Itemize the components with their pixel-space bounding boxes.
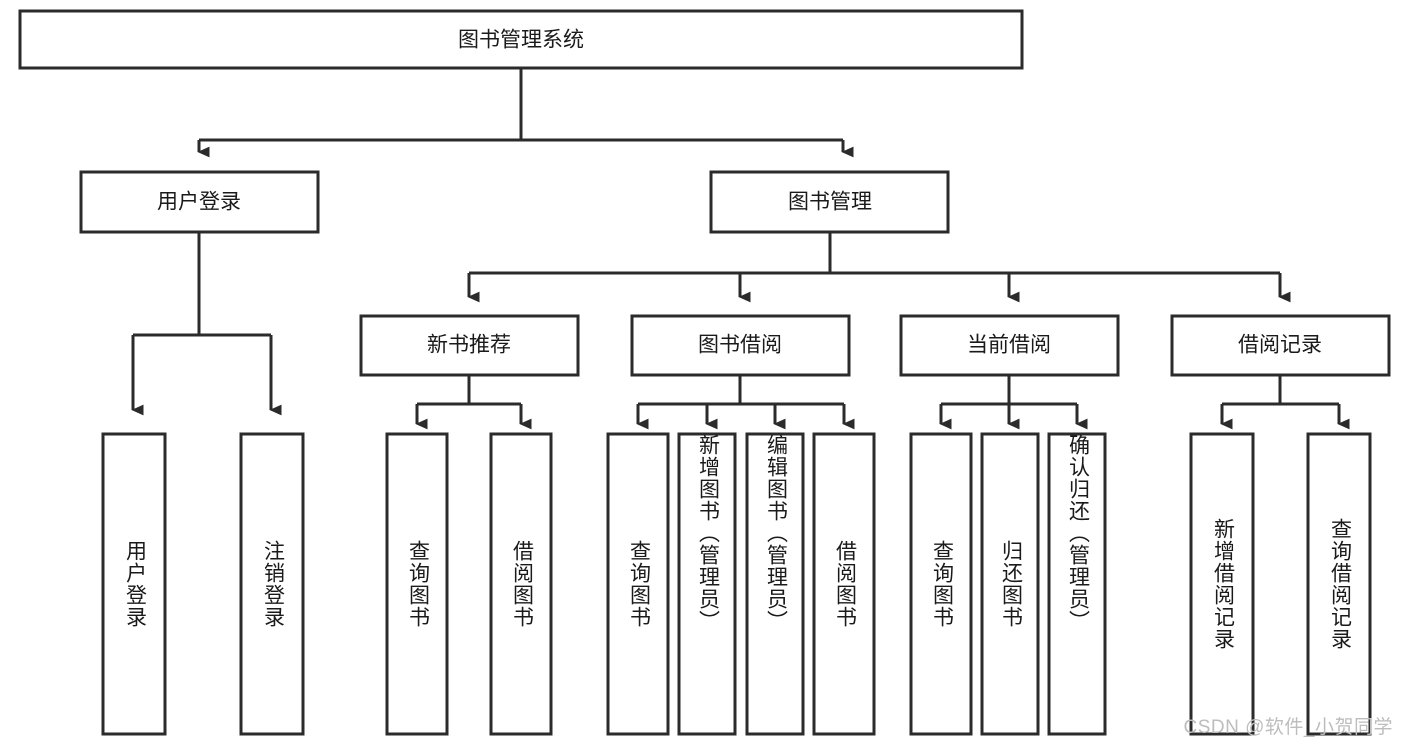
edge-borrow-record-to-leaves	[1220, 375, 1350, 430]
leaf-box-query-book-1[interactable]	[385, 432, 449, 736]
edge-new-book-to-leaves	[415, 375, 532, 430]
node-user-login[interactable]: 用户登录	[79, 170, 320, 234]
node-root-system-label: 图书管理系统	[458, 29, 584, 52]
edge-root-to-level2	[197, 68, 854, 158]
edge-user-login-to-leaves	[131, 232, 282, 416]
leaf-box-confirm-return-admin[interactable]	[1047, 432, 1107, 736]
leaf-box-logout-login[interactable]	[239, 432, 305, 736]
leaf-box-borrow-book-1[interactable]	[489, 432, 553, 736]
node-new-book-recommend-label: 新书推荐	[427, 334, 511, 357]
leaf-box-query-book-2[interactable]	[606, 432, 670, 736]
node-borrow-record-label: 借阅记录	[1238, 334, 1322, 357]
leaf-box-add-borrow-record[interactable]	[1189, 432, 1255, 736]
node-borrow-record[interactable]: 借阅记录	[1170, 314, 1391, 377]
edge-book-manage-to-level3	[467, 232, 1291, 303]
node-book-borrow[interactable]: 图书借阅	[630, 314, 851, 377]
node-book-borrow-label: 图书借阅	[698, 334, 782, 357]
edge-book-borrow-to-leaves	[636, 375, 855, 430]
leaf-box-return-book[interactable]	[980, 432, 1040, 736]
leaf-box-add-book-admin[interactable]	[677, 432, 737, 736]
leaf-box-borrow-book-2[interactable]	[812, 432, 876, 736]
node-root-system[interactable]: 图书管理系统	[18, 9, 1024, 70]
leaf-box-edit-book-admin[interactable]	[745, 432, 805, 736]
node-current-borrow[interactable]: 当前借阅	[899, 314, 1120, 377]
edge-current-borrow-to-leaves	[939, 375, 1088, 430]
node-new-book-recommend[interactable]: 新书推荐	[359, 314, 580, 377]
leaf-box-query-book-3[interactable]	[909, 432, 973, 736]
leaf-box-query-borrow-record[interactable]	[1306, 432, 1372, 736]
leaf-box-user-login[interactable]	[101, 432, 167, 736]
node-book-manage[interactable]: 图书管理	[709, 170, 950, 234]
node-book-manage-label: 图书管理	[788, 191, 872, 214]
node-user-login-label: 用户登录	[157, 191, 241, 214]
node-current-borrow-label: 当前借阅	[967, 334, 1051, 357]
watermark-text: CSDN @软件_小贺同学	[1183, 717, 1393, 738]
